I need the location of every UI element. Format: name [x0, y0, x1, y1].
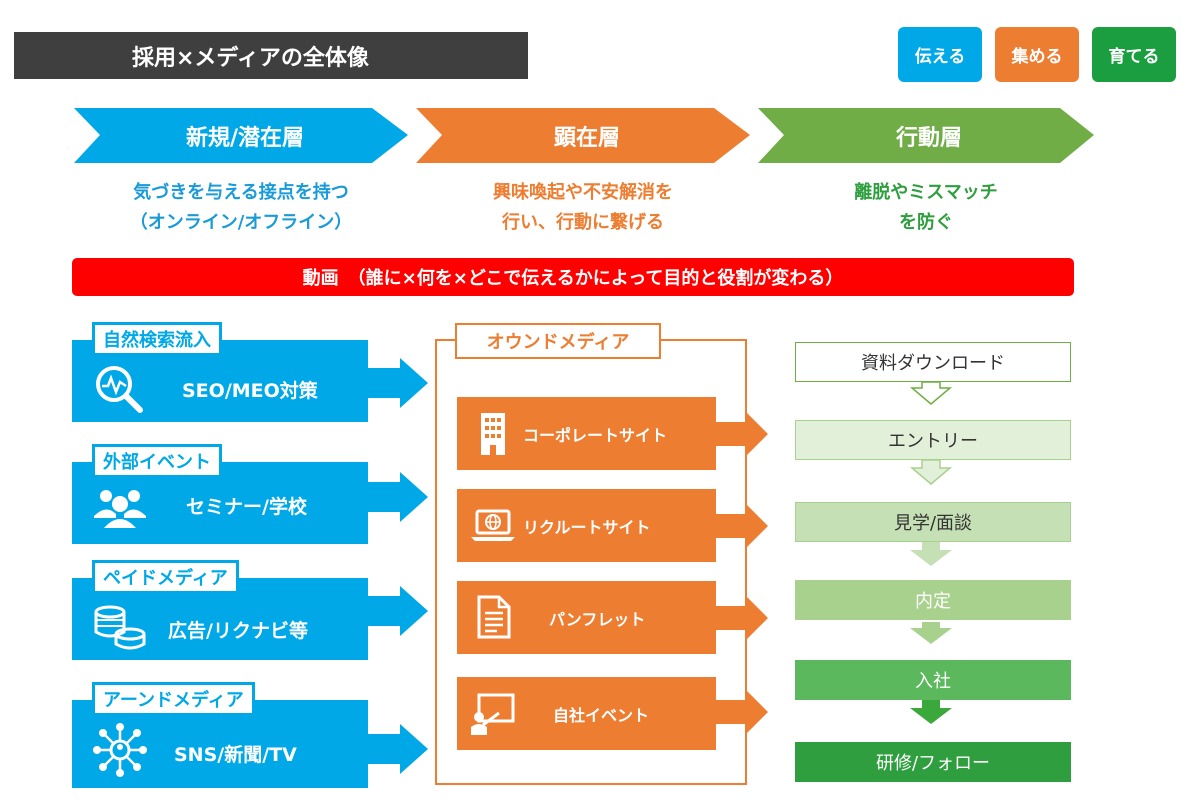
magnifier-analytics-icon: [96, 366, 143, 413]
arrow-owned-2: [716, 504, 768, 548]
arrow-owned-3: [716, 596, 768, 640]
source-item: 広告/リクナビ等: [168, 619, 308, 642]
owned-item-label: 自社イベント: [553, 705, 650, 725]
video-banner: 動画 （誰に×何を×どこで伝えるかによって目的と役割が変わる）: [72, 258, 1074, 296]
source-item: セミナー/学校: [186, 495, 307, 518]
owned-item-company-event: 自社イベント: [457, 677, 716, 750]
arrow-owned-1: [716, 412, 768, 456]
desc-line: 気づきを与える接点を持つ: [133, 182, 349, 203]
funnel-step-visit-interview: 見学/面談: [795, 502, 1071, 542]
funnel-arrow-1: [909, 381, 953, 405]
desc-line: 興味喚起や不安解消を: [493, 182, 673, 203]
funnel-step-join: 入社: [795, 660, 1071, 700]
source-label: アーンドメディア: [92, 682, 255, 716]
arrow-source-1: [368, 358, 428, 408]
funnel-step-entry: エントリー: [795, 420, 1071, 460]
funnel-step-training-follow: 研修/フォロー: [795, 742, 1071, 782]
source-item: SNS/新聞/TV: [174, 743, 297, 766]
funnel-arrow-5: [910, 700, 952, 724]
owned-item-recruit-site: リクルートサイト: [457, 489, 716, 562]
funnel-arrow-3: [910, 542, 952, 566]
legend-nurture: 育てる: [1092, 27, 1176, 82]
funnel-arrow-4: [910, 622, 952, 644]
chevron-action: [758, 108, 1094, 163]
source-label: ペイドメディア: [92, 560, 239, 594]
layer-interest-desc: 興味喚起や不安解消を 行い、行動に繋げる: [416, 178, 750, 238]
owned-item-label: コーポレートサイト: [523, 425, 668, 445]
source-item: SEO/MEO対策: [182, 379, 318, 402]
desc-line: 行い、行動に繋げる: [502, 212, 664, 233]
owned-item-label: パンフレット: [549, 609, 646, 629]
arrow-owned-4: [716, 690, 768, 734]
funnel-arrow-2: [909, 459, 953, 485]
page-title: 採用×メディアの全体像: [14, 32, 528, 79]
document-icon: [477, 595, 511, 639]
owned-item-pamphlet: パンフレット: [457, 581, 716, 654]
funnel-step-offer: 内定: [795, 580, 1071, 620]
chevron-awareness: [74, 108, 408, 163]
layer-action-desc: 離脱やミスマッチ を防ぐ: [758, 178, 1094, 238]
desc-line: を防ぐ: [899, 212, 953, 233]
owned-media-label: オウンドメディア: [455, 323, 661, 359]
layer-awareness-label: 新規/潜在層: [185, 125, 305, 151]
layer-awareness-desc: 気づきを与える接点を持つ （オンライン/オフライン）: [74, 178, 408, 238]
laptop-globe-icon: [471, 509, 515, 541]
layer-interest-label: 顕在層: [553, 125, 620, 151]
legend-collect: 集める: [995, 27, 1079, 82]
people-group-icon: [94, 490, 146, 528]
arrow-source-2: [368, 472, 428, 522]
legend-convey: 伝える: [898, 27, 982, 82]
desc-line: 離脱やミスマッチ: [854, 182, 998, 203]
presentation-icon: [471, 693, 515, 735]
owned-item-label: リクルートサイト: [523, 517, 651, 537]
funnel-step-download: 資料ダウンロード: [795, 342, 1071, 382]
chevron-interest: [416, 108, 750, 163]
owned-item-corporate-site: コーポレートサイト: [457, 397, 716, 470]
arrow-source-4: [368, 724, 428, 774]
arrow-source-3: [368, 586, 428, 636]
building-icon: [481, 413, 505, 455]
layer-action-label: 行動層: [895, 125, 962, 151]
source-label: 外部イベント: [92, 444, 222, 478]
source-label: 自然検索流入: [92, 322, 222, 356]
coins-icon: [94, 605, 146, 650]
desc-line: （オンライン/オフライン）: [129, 212, 353, 233]
network-hub-icon: [93, 723, 147, 777]
